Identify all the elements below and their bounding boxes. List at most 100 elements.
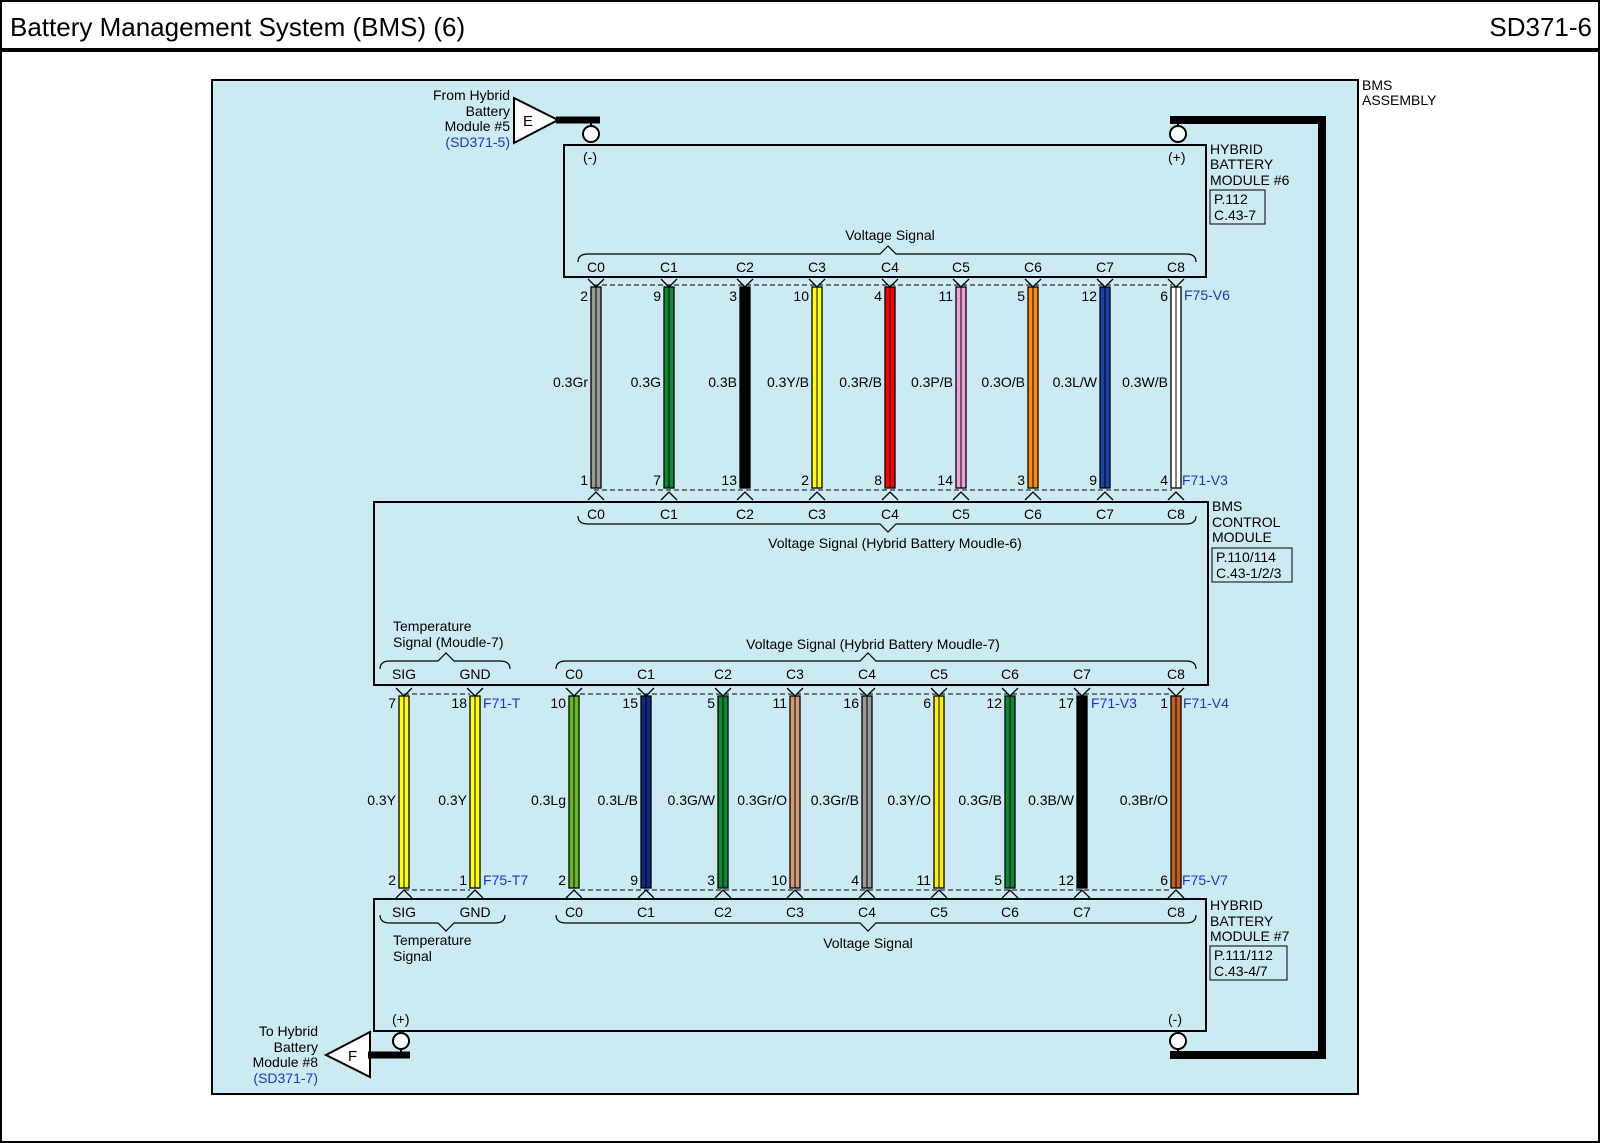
bms-temp-pin-1: GND (459, 666, 490, 682)
upper-top-num-0: 2 (580, 288, 588, 304)
bms-temp-label-1: Temperature (393, 618, 472, 634)
temp-wire-label-0: 0.3Y (367, 792, 396, 808)
from-connector-triangle (513, 96, 561, 145)
temp-wire-label-1: 0.3Y (438, 792, 467, 808)
terminal-pos-top (1169, 125, 1187, 143)
upper-bottom-num-0: 1 (580, 472, 588, 488)
upper-bottom-num-2: 13 (721, 472, 737, 488)
module6-ref-1: P.112 (1214, 191, 1248, 207)
temp-bottom-num-1: 1 (459, 872, 467, 888)
bms-top-pin-7: C7 (1096, 506, 1114, 522)
module7-label-3: MODULE #7 (1210, 928, 1290, 944)
from-label-2: Battery (466, 103, 510, 119)
conn-f75-v6: F75-V6 (1184, 287, 1230, 303)
bms-top-pin-1: C1 (660, 506, 678, 522)
temp-top-num-1: 18 (451, 695, 467, 711)
to-label-2: Battery (274, 1039, 318, 1055)
bms-top-pin-8: C8 (1167, 506, 1185, 522)
lower-top-num-2: 5 (707, 695, 715, 711)
upper-bottom-num-7: 9 (1089, 472, 1097, 488)
module6-pin-2: C2 (736, 259, 754, 275)
module7-label-1: HYBRID (1210, 897, 1263, 913)
module6-pin-8: C8 (1167, 259, 1185, 275)
module6-label-3: MODULE #6 (1210, 172, 1290, 188)
lower-top-num-8: 1 (1160, 695, 1168, 711)
module7-brace (555, 914, 1197, 932)
upper-bottom-num-8: 4 (1160, 472, 1168, 488)
upper-top-num-5: 11 (938, 288, 953, 304)
bms-bottom-brace (555, 652, 1197, 670)
lower-wire-label-4: 0.3Gr/B (811, 792, 859, 808)
upper-bottom-num-1: 7 (653, 472, 661, 488)
bms-bottom-pin-4: C4 (858, 666, 876, 682)
lower-bottom-num-1: 9 (630, 872, 638, 888)
upper-wire-label-2: 0.3B (708, 374, 737, 390)
lower-top-num-6: 12 (986, 695, 1002, 711)
bms-top-pin-3: C3 (808, 506, 826, 522)
module7-temp-pin-0: SIG (392, 904, 416, 920)
conn-f71-v3-top: F71-V3 (1182, 472, 1228, 488)
upper-wire-label-0: 0.3Gr (553, 374, 588, 390)
module6-label-1: HYBRID (1210, 141, 1263, 157)
module7-group-label: Voltage Signal (823, 935, 913, 951)
bms-bottom-pin-8: C8 (1167, 666, 1185, 682)
terminal-neg-top (582, 125, 600, 143)
lower-top-num-3: 11 (772, 695, 787, 711)
assembly-label-1: BMS (1362, 77, 1392, 93)
conn-f71-t: F71-T (483, 695, 521, 711)
upper-top-num-4: 4 (874, 288, 882, 304)
module7-temp-brace (379, 914, 506, 932)
bms-bottom-pin-5: C5 (930, 666, 948, 682)
terminal-pos-bottom (392, 1032, 410, 1050)
conn-f71-v4: F71-V4 (1183, 695, 1229, 711)
lower-wire-label-0: 0.3Lg (531, 792, 566, 808)
lower-top-num-5: 6 (923, 695, 931, 711)
upper-wire-label-3: 0.3Y/B (767, 374, 809, 390)
lower-wire-label-3: 0.3Gr/O (737, 792, 787, 808)
lower-top-num-7: 17 (1058, 695, 1074, 711)
page-code: SD371-6 (1489, 12, 1592, 42)
page-header: Battery Management System (BMS) (6) SD37… (0, 0, 1600, 50)
upper-wire-label-4: 0.3R/B (839, 374, 882, 390)
bms-temp-pin-0: SIG (392, 666, 416, 682)
lower-bottom-num-7: 12 (1058, 872, 1074, 888)
bms-bottom-pin-7: C7 (1073, 666, 1091, 682)
module7-ref-2: C.43-4/7 (1214, 963, 1268, 979)
from-label-1: From Hybrid (433, 87, 510, 103)
bms-bottom-pin-3: C3 (786, 666, 804, 682)
to-label-1: To Hybrid (259, 1023, 318, 1039)
conn-f71-v3-bottom: F71-V3 (1091, 695, 1137, 711)
from-ref: (SD371-5) (445, 134, 510, 150)
module6-pin-3: C3 (808, 259, 826, 275)
module7-box (373, 898, 1207, 1032)
upper-bottom-num-5: 14 (937, 472, 953, 488)
lower-bottom-num-0: 2 (558, 872, 566, 888)
bms-top-pin-4: C4 (881, 506, 899, 522)
bms-top-brace (577, 515, 1197, 533)
bms-control-box (373, 501, 1209, 686)
power-bus-wire (1170, 116, 1326, 1059)
lower-wire-label-8: 0.3Br/O (1120, 792, 1168, 808)
page-title: Battery Management System (BMS) (6) (10, 12, 466, 42)
module6-pin-0: C0 (587, 259, 605, 275)
upper-top-num-6: 5 (1017, 288, 1025, 304)
generated-wires: C0C0210.3GrC1C1970.3GC2C23130.3BC3C31020… (367, 259, 1185, 920)
to-connector-letter: F (348, 1048, 357, 1065)
upper-top-num-1: 9 (653, 288, 661, 304)
module6-ref-2: C.43-7 (1214, 207, 1256, 223)
lower-bottom-num-6: 5 (994, 872, 1002, 888)
module6-pos: (+) (1168, 149, 1186, 165)
bms-bottom-pin-6: C6 (1001, 666, 1019, 682)
to-ref: (SD371-7) (253, 1070, 318, 1086)
lower-bottom-num-4: 4 (851, 872, 859, 888)
lower-wire-label-5: 0.3Y/O (887, 792, 931, 808)
lower-bottom-num-5: 11 (916, 872, 931, 888)
module6-pin-4: C4 (881, 259, 899, 275)
module7-label-2: BATTERY (1210, 913, 1274, 929)
module6-pin-5: C5 (952, 259, 970, 275)
lower-wire-label-7: 0.3B/W (1028, 792, 1075, 808)
module7-neg: (-) (1168, 1011, 1182, 1027)
temp-top-num-0: 7 (388, 695, 396, 711)
bms-bottom-pin-1: C1 (637, 666, 655, 682)
